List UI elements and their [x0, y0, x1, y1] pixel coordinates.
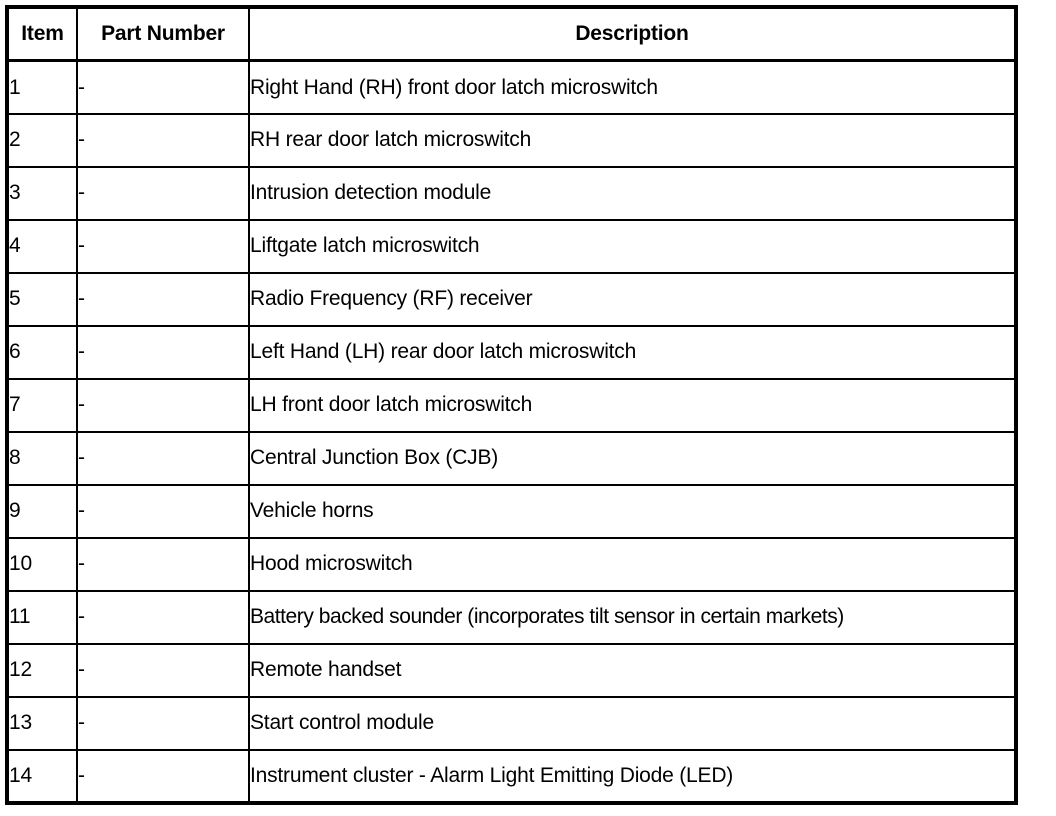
- cell-part-number: -: [76, 165, 250, 221]
- table-row: 6-Left Hand (LH) rear door latch microsw…: [6, 324, 1017, 380]
- cell-description: Hood microswitch: [248, 536, 1017, 592]
- cell-part-number: -: [76, 218, 250, 274]
- table-row: 7-LH front door latch microswitch: [6, 377, 1017, 433]
- cell-item: 2: [6, 112, 78, 168]
- cell-part-number: -: [76, 271, 250, 327]
- cell-part-number: -: [76, 324, 250, 380]
- table-row: 2-RH rear door latch microswitch: [6, 112, 1017, 168]
- cell-part-number: -: [76, 377, 250, 433]
- table-row: 11-Battery backed sounder (incorporates …: [6, 589, 1017, 645]
- cell-description: Liftgate latch microswitch: [248, 218, 1017, 274]
- cell-part-number: -: [76, 59, 250, 115]
- cell-item: 14: [6, 748, 78, 804]
- cell-description: Instrument cluster - Alarm Light Emittin…: [248, 748, 1017, 804]
- cell-part-number: -: [76, 748, 250, 804]
- cell-part-number: -: [76, 695, 250, 751]
- cell-item: 1: [6, 59, 78, 115]
- cell-part-number: -: [76, 430, 250, 486]
- table-row: 9-Vehicle horns: [6, 483, 1017, 539]
- table-row: 8-Central Junction Box (CJB): [6, 430, 1017, 486]
- column-header-part-number: Part Number: [76, 6, 250, 62]
- cell-item: 7: [6, 377, 78, 433]
- cell-description: Battery backed sounder (incorporates til…: [248, 589, 1017, 645]
- cell-item: 10: [6, 536, 78, 592]
- cell-item: 6: [6, 324, 78, 380]
- cell-part-number: -: [76, 112, 250, 168]
- cell-part-number: -: [76, 589, 250, 645]
- cell-part-number: -: [76, 536, 250, 592]
- cell-description: LH front door latch microswitch: [248, 377, 1017, 433]
- table-row: 3-Intrusion detection module: [6, 165, 1017, 221]
- table-header: Item Part Number Description: [6, 6, 1017, 62]
- cell-item: 9: [6, 483, 78, 539]
- parts-legend-table: Item Part Number Description 1-Right Han…: [5, 5, 1018, 805]
- column-header-item: Item: [6, 6, 78, 62]
- cell-description: Remote handset: [248, 642, 1017, 698]
- cell-part-number: -: [76, 642, 250, 698]
- cell-item: 3: [6, 165, 78, 221]
- table-row: 12-Remote handset: [6, 642, 1017, 698]
- column-header-description: Description: [248, 6, 1017, 62]
- cell-description: Radio Frequency (RF) receiver: [248, 271, 1017, 327]
- table-row: 4-Liftgate latch microswitch: [6, 218, 1017, 274]
- table-header-row: Item Part Number Description: [6, 6, 1017, 62]
- table-row: 13-Start control module: [6, 695, 1017, 751]
- table-row: 10-Hood microswitch: [6, 536, 1017, 592]
- cell-item: 5: [6, 271, 78, 327]
- table-body: 1-Right Hand (RH) front door latch micro…: [6, 59, 1017, 804]
- cell-description: Start control module: [248, 695, 1017, 751]
- table-row: 14-Instrument cluster - Alarm Light Emit…: [6, 748, 1017, 804]
- cell-item: 12: [6, 642, 78, 698]
- cell-description: Right Hand (RH) front door latch microsw…: [248, 59, 1017, 115]
- table-row: 1-Right Hand (RH) front door latch micro…: [6, 59, 1017, 115]
- cell-item: 8: [6, 430, 78, 486]
- cell-description: RH rear door latch microswitch: [248, 112, 1017, 168]
- cell-item: 4: [6, 218, 78, 274]
- cell-part-number: -: [76, 483, 250, 539]
- cell-description: Central Junction Box (CJB): [248, 430, 1017, 486]
- cell-description: Vehicle horns: [248, 483, 1017, 539]
- cell-description: Intrusion detection module: [248, 165, 1017, 221]
- cell-description: Left Hand (LH) rear door latch microswit…: [248, 324, 1017, 380]
- cell-item: 11: [6, 589, 78, 645]
- cell-item: 13: [6, 695, 78, 751]
- table-row: 5-Radio Frequency (RF) receiver: [6, 271, 1017, 327]
